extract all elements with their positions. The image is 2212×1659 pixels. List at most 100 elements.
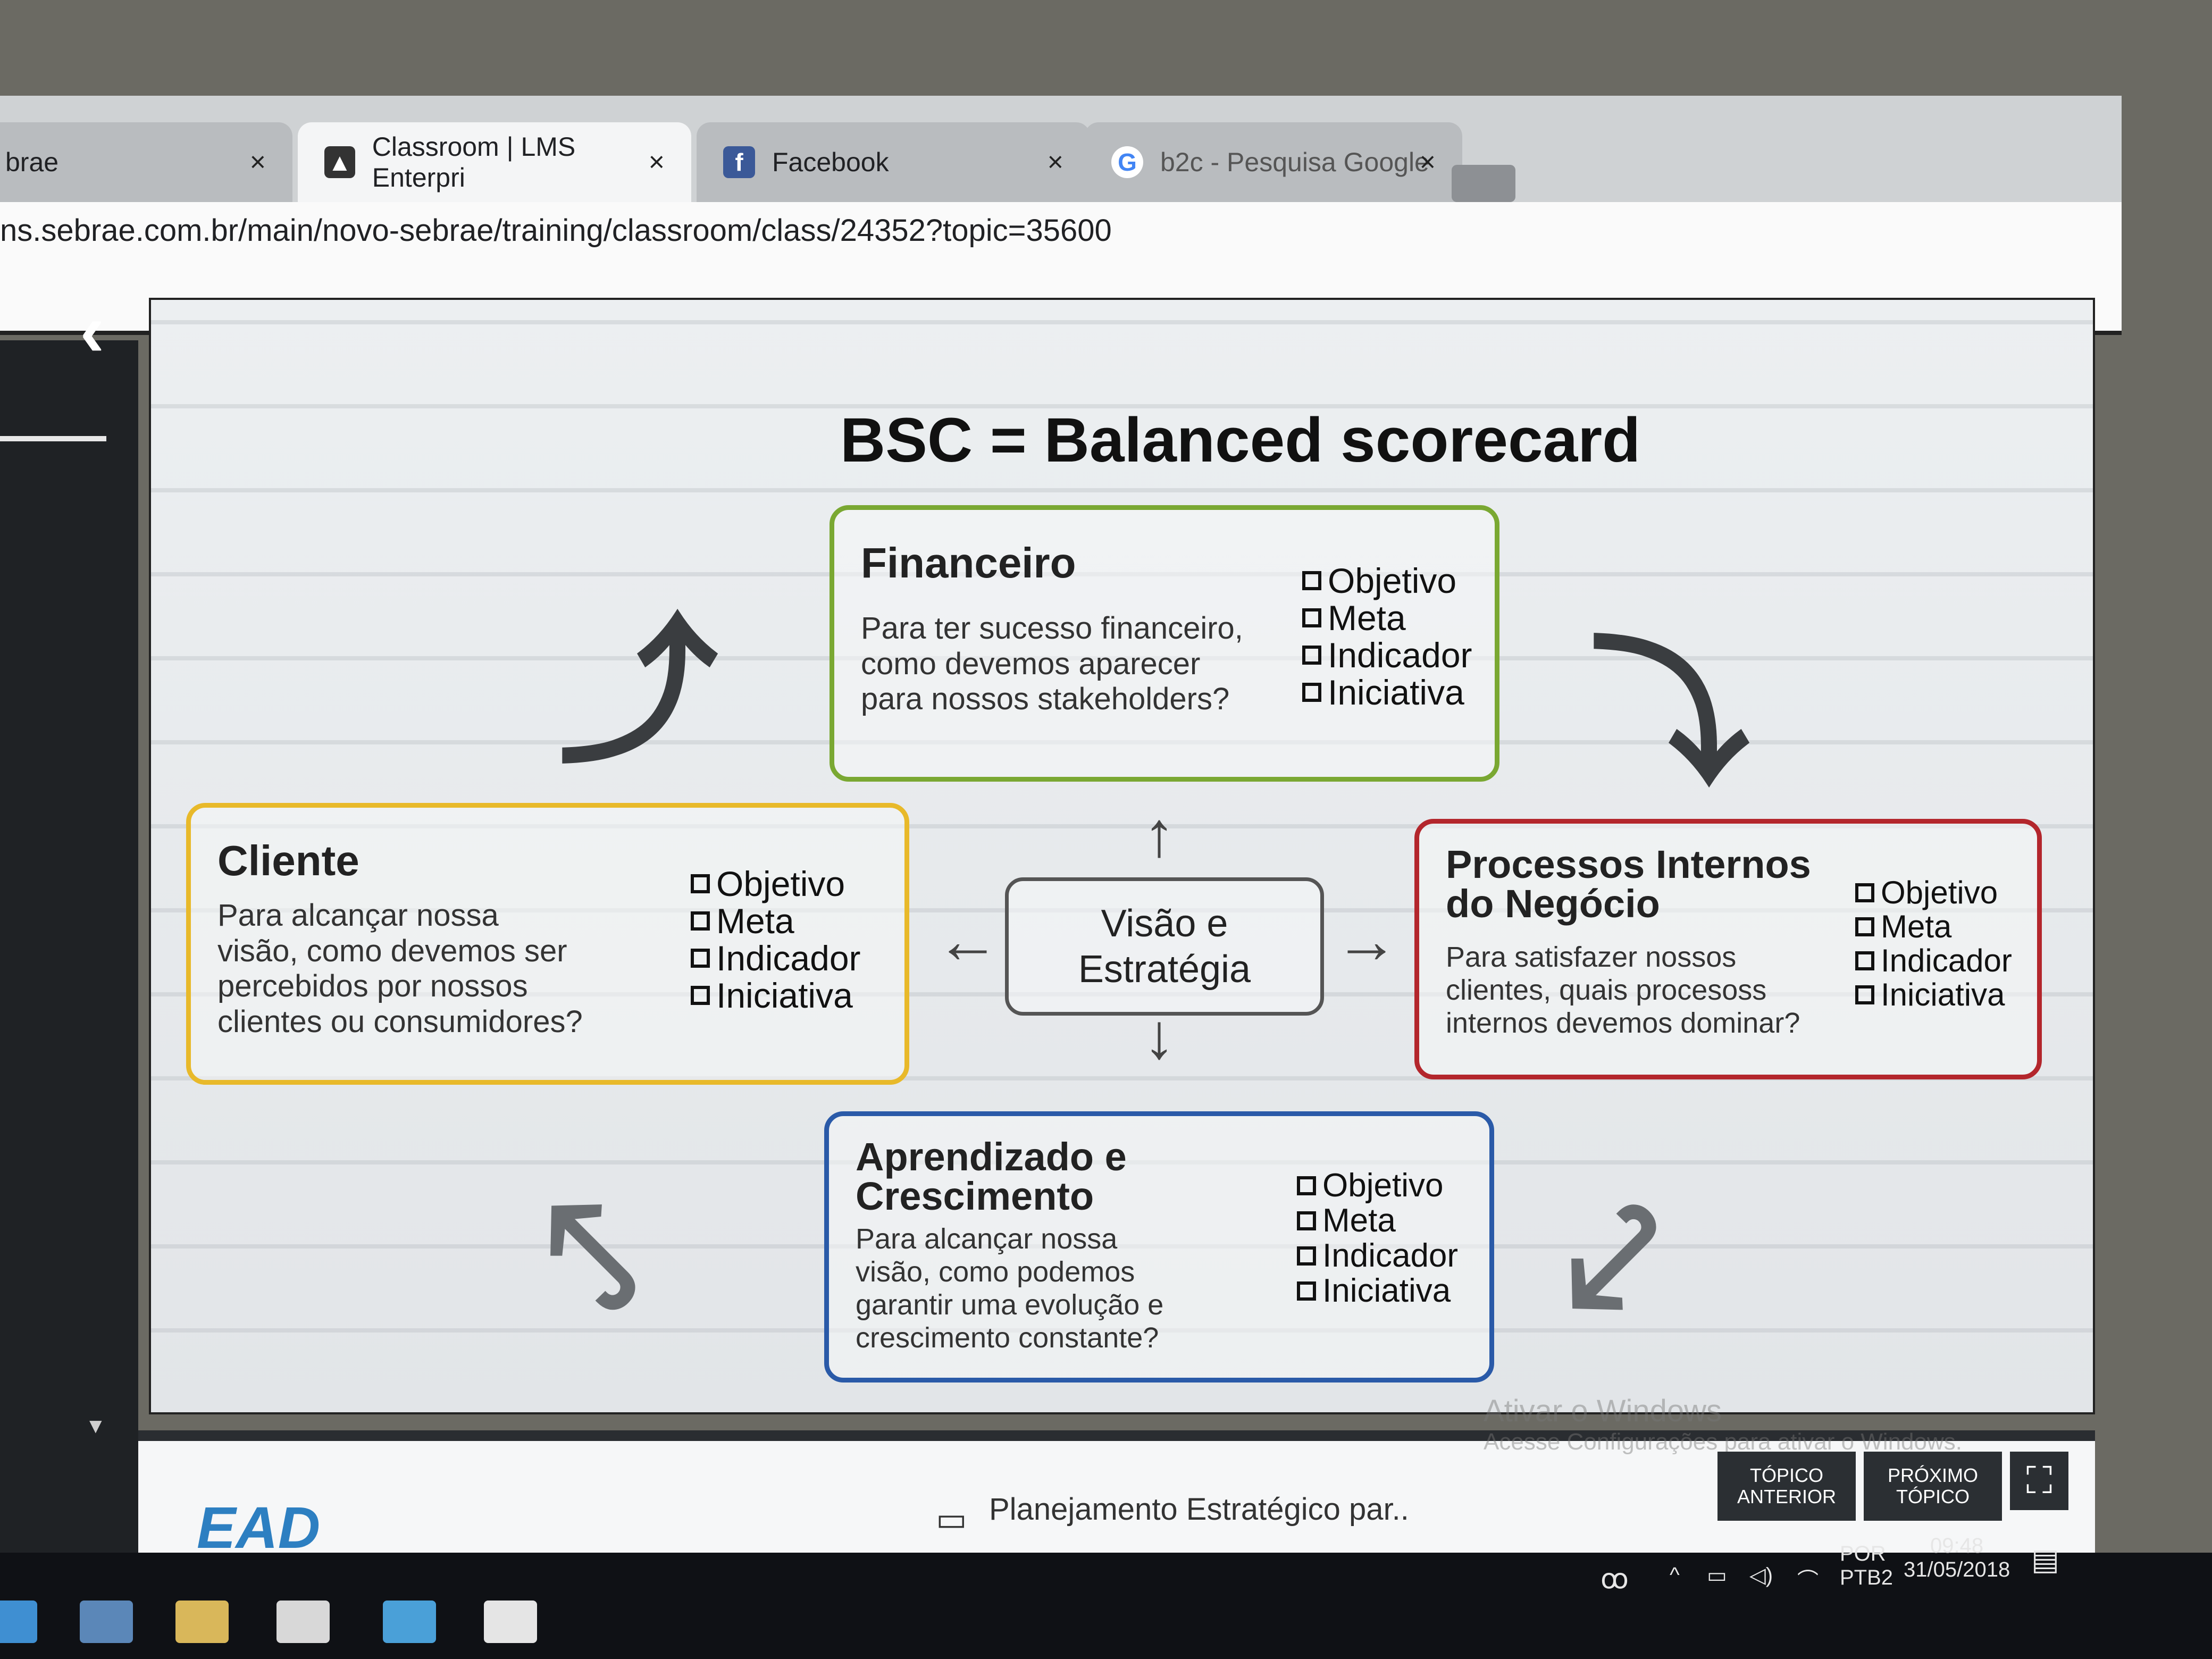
arrow-down-icon: ↓ [1143,1001,1175,1072]
app-icon[interactable] [383,1601,436,1643]
option-objetivo: Objetivo [1855,877,2012,909]
arrow-up-icon: ↑ [1143,799,1175,870]
checkbox-icon [1302,571,1321,590]
checkbox-icon [1297,1211,1316,1230]
tab-label: b2c - Pesquisa Google [1160,147,1429,177]
option-iniciativa: Iniciativa [1297,1275,1458,1308]
google-icon: G [1111,146,1143,178]
checkbox-icon [691,986,710,1005]
checkbox-icon [691,874,710,893]
option-indicador: Indicador [1302,638,1472,673]
option-iniciativa: Iniciativa [1302,675,1472,710]
option-objetivo: Objetivo [691,866,861,901]
tab-close-icon[interactable]: × [249,147,266,178]
tab-close-icon[interactable]: × [1047,147,1063,178]
checkbox-icon [1855,985,1874,1004]
tab-label: Classroom | LMS Enterpri [372,132,576,192]
option-meta: Meta [691,903,861,939]
tab-label: Facebook [772,147,889,177]
start-icon[interactable] [0,1601,37,1643]
curved-arrow-bottom-left-icon: ⤣ [548,1167,638,1346]
notification-icon[interactable]: ▤ [2031,1543,2059,1576]
arrow-right-icon: → [1335,905,1398,976]
wifi-icon[interactable]: ⌒ [1797,1569,1819,1593]
tab-google[interactable]: G b2c - Pesquisa Google × [1085,122,1462,202]
curved-arrow-bottom-right-icon: ⤦ [1569,1167,1658,1346]
curved-arrow-top-right-icon: ⤵ [1590,625,1749,803]
option-list: Objetivo Meta Indicador Iniciativa [691,866,861,1015]
box-title: Aprendizado e Crescimento [856,1135,1127,1218]
notes-icon[interactable] [484,1601,537,1643]
option-list: Objetivo Meta Indicador Iniciativa [1855,877,2012,1013]
center-visao-estrategia: Visão e Estratégia [1005,877,1324,1016]
facebook-icon: f [723,146,755,178]
box-title: Financeiro [861,539,1076,586]
option-indicador: Indicador [1855,945,2012,977]
classroom-icon: ▲ [324,146,355,178]
option-indicador: Indicador [1297,1239,1458,1272]
option-meta: Meta [1855,911,2012,943]
option-meta: Meta [1302,600,1472,635]
checkbox-icon [1855,883,1874,902]
checkbox-icon [1297,1281,1316,1301]
checkbox-icon [1302,646,1321,665]
slide-title: BSC = Balanced scorecard [840,405,1641,475]
option-list: Objetivo Meta Indicador Iniciativa [1297,1169,1458,1310]
checkbox-icon [691,949,710,968]
volume-icon[interactable]: ◁) [1749,1564,1773,1587]
chevron-up-icon[interactable]: ^ [1670,1563,1680,1587]
new-tab-button[interactable] [1452,165,1515,202]
tab-close-icon[interactable]: × [1419,147,1436,178]
option-meta: Meta [1297,1204,1458,1237]
curved-arrow-top-left-icon: ⤴ [558,604,718,782]
checkbox-icon [1855,951,1874,970]
tab-facebook[interactable]: f Facebook × [697,122,1090,202]
tab-sebrae[interactable]: brae × [0,122,292,202]
box-question: Para alcançar nossa visão, como podemos … [856,1223,1164,1354]
box-question: Para satisfazer nossos clientes, quais p… [1446,941,1800,1040]
checkbox-icon [1297,1176,1316,1195]
sidebar-divider [0,436,106,441]
checkbox-icon [1302,608,1321,627]
chevron-left-icon[interactable]: ‹ [80,288,105,372]
box-cliente: Cliente Para alcançar nossa visão, como … [186,803,909,1085]
option-iniciativa: Iniciativa [691,978,861,1013]
box-title: Cliente [217,837,359,884]
tab-close-icon[interactable]: × [648,147,665,178]
mail-icon[interactable] [276,1601,330,1643]
lms-sidebar [0,340,138,1574]
checkbox-icon [1302,683,1321,702]
checkbox-icon [1855,917,1874,936]
monitor-icon: ▭ [936,1501,967,1538]
tab-classroom[interactable]: ▲ Classroom | LMS Enterpri × [298,122,691,202]
option-iniciativa: Iniciativa [1855,979,2012,1011]
computer-icon[interactable] [80,1601,133,1643]
folder-icon[interactable] [175,1601,229,1643]
tab-label: brae [5,147,59,177]
people-icon[interactable]: ꝏ [1601,1564,1629,1595]
box-financeiro: Financeiro Para ter sucesso financeiro, … [830,505,1499,782]
url-field[interactable]: ns.sebrae.com.br/main/novo-sebrae/traini… [0,213,1112,248]
windows-taskbar [0,1553,2212,1659]
ead-logo: EAD [197,1495,321,1561]
battery-icon[interactable]: ▭ [1707,1564,1727,1587]
box-aprendizado: Aprendizado e Crescimento Para alcançar … [824,1111,1494,1382]
option-objetivo: Objetivo [1302,563,1472,598]
checkbox-icon [1297,1246,1316,1266]
box-question: Para ter sucesso financeiro, como devemo… [861,611,1243,717]
fullscreen-icon[interactable]: ⛶ [2010,1452,2068,1510]
arrow-left-icon: ← [936,905,1000,976]
box-question: Para alcançar nossa visão, como devemos … [217,898,583,1040]
windows-activation-watermark: Ativar o Windows Acesse Configurações pa… [1484,1394,1962,1455]
topic-name: Planejamento Estratégico par.. [989,1492,1409,1527]
checkbox-icon [691,911,710,931]
option-objetivo: Objetivo [1297,1169,1458,1202]
chevron-down-icon[interactable]: ▼ [85,1414,106,1438]
option-list: Objetivo Meta Indicador Iniciativa [1302,563,1472,712]
box-title: Processos Internos do Negócio [1446,842,1811,926]
box-processos-internos: Processos Internos do Negócio Para satis… [1414,819,2042,1079]
